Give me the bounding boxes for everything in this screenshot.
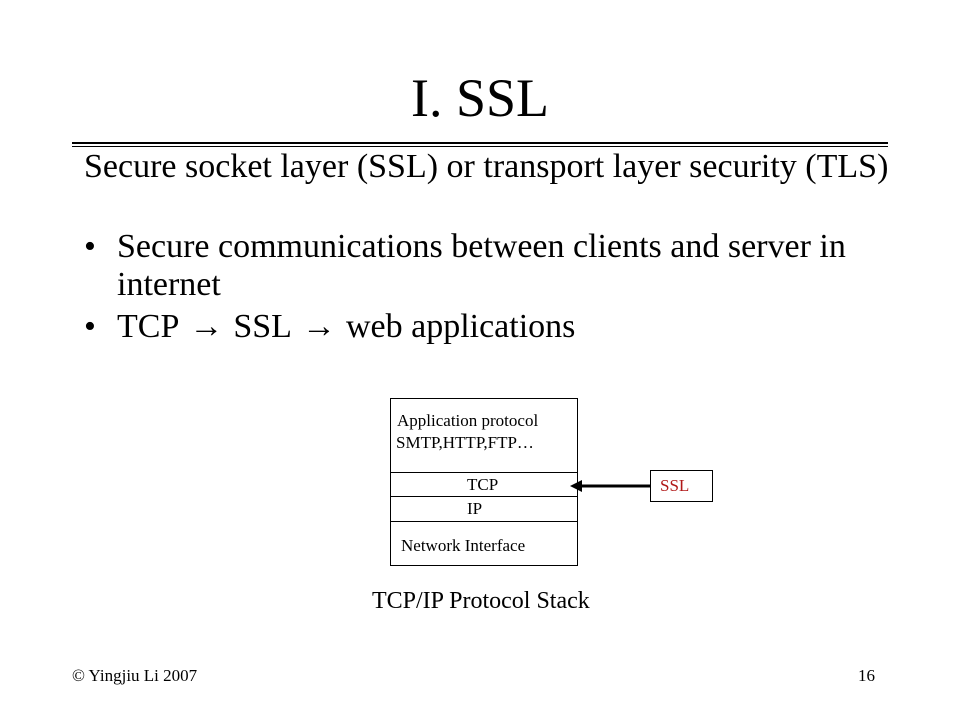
title-divider — [72, 142, 888, 144]
layer-divider — [391, 472, 577, 473]
layer-application-protocols: SMTP,HTTP,FTP… — [396, 433, 534, 452]
bullet-item-2: • TCP→SSL→web applications — [84, 308, 874, 346]
bullet-text-2: TCP→SSL→web applications — [84, 308, 874, 346]
right-arrow-icon: → — [189, 308, 224, 345]
bullet-item-1: • Secure communications between clients … — [84, 228, 874, 304]
layer-tcp-label: TCP — [467, 475, 499, 494]
insert-arrow-icon — [570, 480, 650, 492]
slide-title: I. SSL — [410, 68, 550, 128]
bullet-part-tcp: TCP — [117, 308, 180, 345]
right-arrow-icon: → — [301, 308, 336, 345]
layer-application-label: Application protocol — [397, 411, 539, 430]
layer-divider — [391, 521, 577, 522]
bullet-dot-icon: • — [84, 308, 96, 345]
protocol-stack-diagram: Application protocol SMTP,HTTP,FTP… TCP … — [390, 398, 578, 566]
bullet-part-ssl: SSL — [233, 308, 292, 345]
footer-copyright: © Yingjiu Li 2007 — [72, 666, 198, 685]
layer-divider — [391, 496, 577, 497]
bullet-dot-icon: • — [84, 228, 96, 265]
diagram-caption: TCP/IP Protocol Stack — [372, 588, 590, 614]
ssl-layer-box: SSL — [650, 470, 713, 502]
bullet-text-1: Secure communications between clients an… — [117, 228, 846, 303]
page-number: 16 — [858, 666, 875, 685]
title-divider-thin — [72, 146, 888, 147]
layer-ip-label: IP — [467, 499, 483, 518]
bullet-part-web-applications: web applications — [345, 308, 576, 345]
layer-network-interface-label: Network Interface — [401, 536, 526, 555]
intro-text: Secure socket layer (SSL) or transport l… — [84, 148, 889, 185]
